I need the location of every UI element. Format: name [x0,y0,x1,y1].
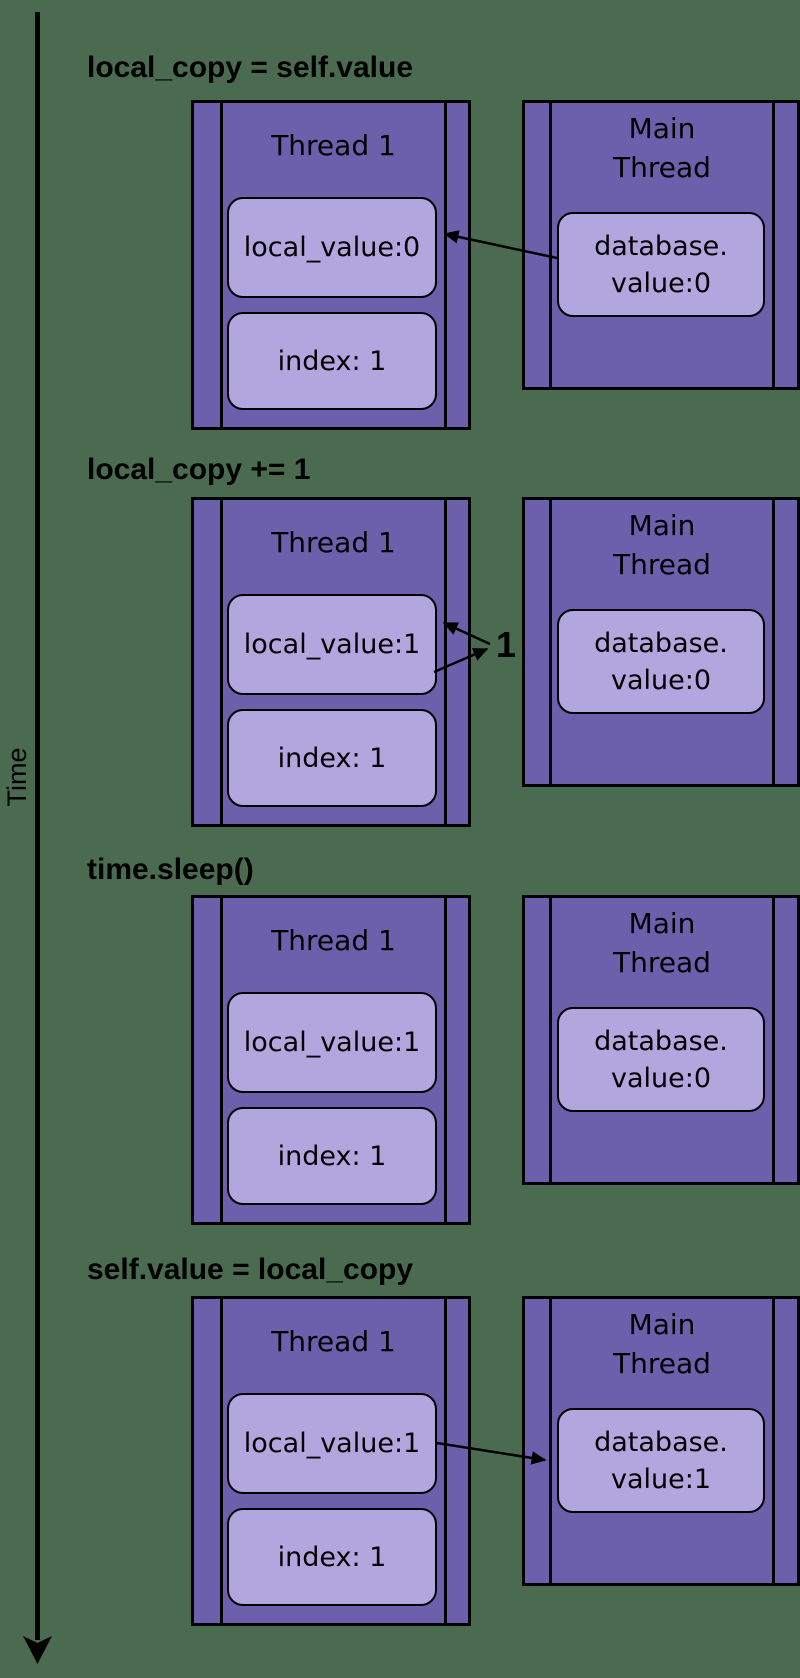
local-value-slot: local_value:1 [227,1393,437,1494]
step-label-3: time.sleep() [87,853,254,886]
main-thread-box-row1: Main Thread database. value:0 [522,100,800,390]
thread1-left-rail-line [220,1299,223,1623]
thread1-right-rail-line [444,103,447,427]
index-slot: index: 1 [227,709,437,807]
main-right-rail-line [772,1299,775,1583]
main-right-rail-line [772,898,775,1182]
thread1-box-row3: Thread 1 local_value:1 index: 1 [191,895,471,1225]
thread1-left-rail-line [220,500,223,824]
step-label-4: self.value = local_copy [87,1253,414,1286]
thread1-box-row2: Thread 1 local_value:1 index: 1 [191,497,471,827]
thread1-title: Thread 1 [271,129,396,162]
database-value-slot: database. value:1 [557,1408,765,1513]
step-label-1: local_copy = self.value [87,51,414,84]
thread1-box-row1: Thread 1 local_value:0 index: 1 [191,100,471,430]
main-thread-box-row3: Main Thread database. value:0 [522,895,800,1185]
step-label-2: local_copy += 1 [87,453,311,486]
database-value-slot: database. value:0 [557,212,765,317]
local-value-slot: local_value:1 [227,992,437,1093]
main-thread-box-row4: Main Thread database. value:1 [522,1296,800,1586]
main-left-rail-line [549,1299,552,1583]
thread1-box-row4: Thread 1 local_value:1 index: 1 [191,1296,471,1626]
thread1-title: Thread 1 [271,1325,396,1358]
main-left-rail-line [549,898,552,1182]
local-value-slot: local_value:1 [227,594,437,695]
time-axis-arrowhead [23,1636,52,1664]
thread1-right-rail-line [444,500,447,824]
main-thread-title: Main Thread [613,907,711,979]
index-slot: index: 1 [227,312,437,410]
database-value-slot: database. value:0 [557,609,765,714]
time-axis-label: Time [2,747,32,807]
main-thread-title: Main Thread [613,1308,711,1380]
database-value-slot: database. value:0 [557,1007,765,1112]
main-right-rail-line [772,500,775,784]
main-thread-title: Main Thread [613,509,711,581]
main-thread-title: Main Thread [613,112,711,184]
thread1-left-rail-line [220,898,223,1222]
index-slot: index: 1 [227,1508,437,1606]
thread1-title: Thread 1 [271,924,396,957]
local-value-slot: local_value:0 [227,197,437,298]
main-thread-box-row2: Main Thread database. value:0 [522,497,800,787]
thread1-right-rail-line [444,898,447,1222]
thread1-left-rail-line [220,103,223,427]
thread1-title: Thread 1 [271,526,396,559]
index-slot: index: 1 [227,1107,437,1205]
increment-one-label: 1 [496,624,517,665]
thread1-right-rail-line [444,1299,447,1623]
main-right-rail-line [772,103,775,387]
main-left-rail-line [549,500,552,784]
